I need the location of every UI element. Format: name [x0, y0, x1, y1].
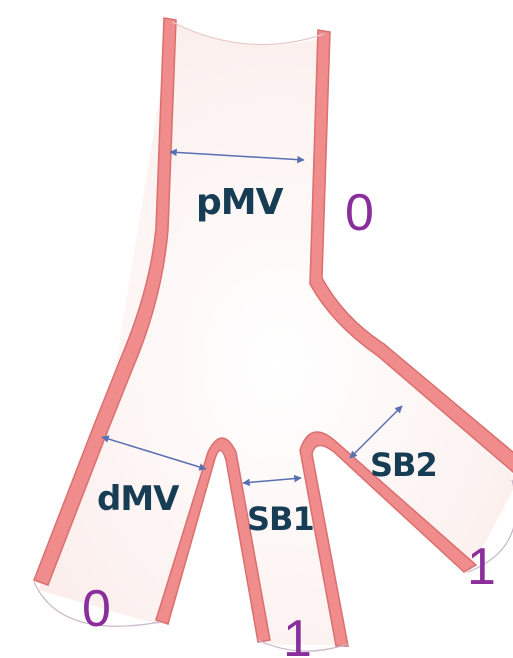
sb1-label: SB1 — [247, 500, 314, 538]
medina-pmv-value: 0 — [345, 184, 374, 242]
dmv-label: dMV — [97, 479, 180, 519]
medina-sb2-value: 1 — [467, 538, 496, 596]
medina-sb1-value: 1 — [283, 610, 312, 658]
pmv-label: pMV — [196, 182, 284, 223]
sb2-label: SB2 — [370, 446, 437, 484]
medina-dmv-value: 0 — [82, 580, 111, 638]
